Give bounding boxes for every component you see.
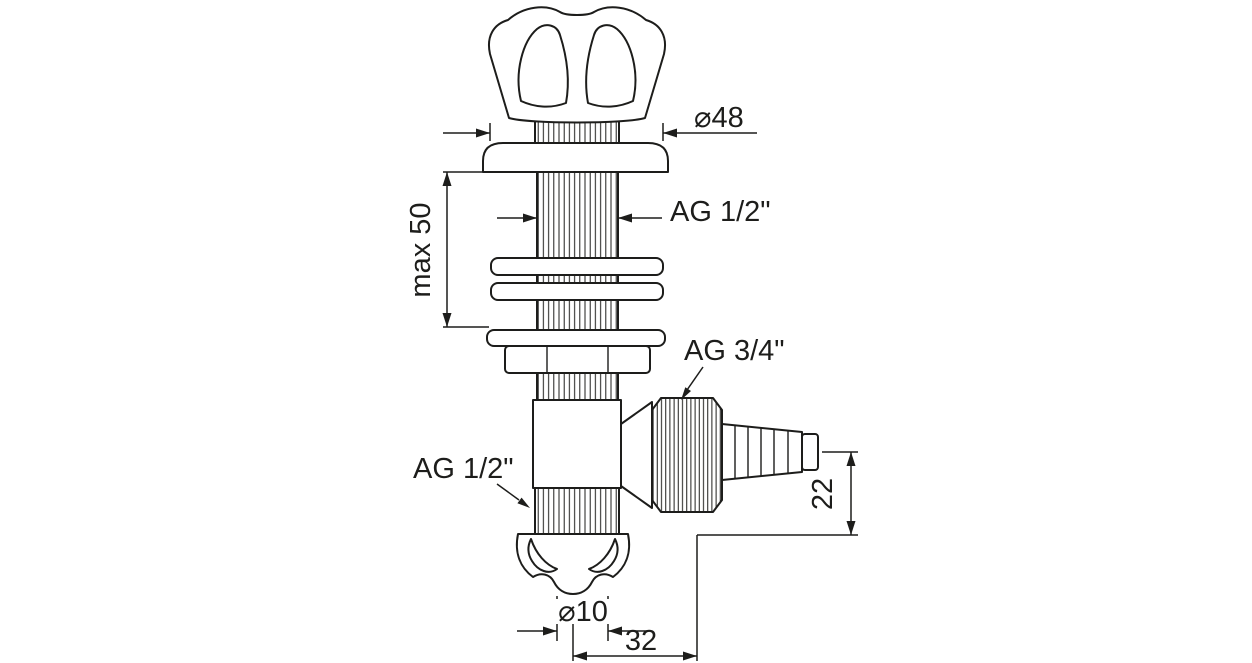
dim-outlet-diameter: ⌀10 xyxy=(517,596,648,641)
dim-mounting-length: max 50 xyxy=(405,171,489,328)
outlet-thread xyxy=(534,487,620,535)
handle-outline xyxy=(488,6,666,124)
hose-connector xyxy=(620,397,819,513)
locknut-upper xyxy=(490,257,664,276)
dim-spindle-thread: AG 1/2" xyxy=(497,196,771,228)
hose-barb xyxy=(721,423,803,481)
spindle-thread-label: AG 1/2" xyxy=(670,196,771,228)
dim-hose-offset: 22 xyxy=(697,451,858,536)
mounting-thread-lower xyxy=(536,372,619,401)
handle-lobe-left xyxy=(517,24,569,108)
barb-tip xyxy=(801,433,819,471)
label-outlet-thread: AG 1/2" xyxy=(413,453,530,508)
mounting-length-label: max 50 xyxy=(405,202,437,297)
label-hose-thread: AG 3/4" xyxy=(681,335,785,400)
wall-flange xyxy=(482,142,669,173)
outlet-cone-lobe-right xyxy=(588,538,619,573)
horizontal-offset-label: 32 xyxy=(625,625,657,657)
mounting-thread-middle xyxy=(536,299,619,331)
outlet-cone-lobe-left xyxy=(527,538,558,573)
locknut-lower xyxy=(490,282,664,301)
handle-diameter-label: ⌀48 xyxy=(694,102,744,134)
hose-thread-label: AG 3/4" xyxy=(684,335,785,367)
outlet-diameter-label: ⌀10 xyxy=(558,596,608,628)
outlet-thread-label: AG 1/2" xyxy=(413,453,514,485)
outlet-cone xyxy=(515,533,631,595)
flange-washer xyxy=(486,329,666,347)
mounting-thread-gap xyxy=(536,274,619,284)
mounting-thread-upper xyxy=(536,171,619,259)
branch-cone xyxy=(620,401,653,509)
handle-lobe-right xyxy=(585,24,637,108)
outlet-cone-outline xyxy=(515,533,631,595)
valve-body xyxy=(532,399,622,489)
hose-nut xyxy=(651,397,723,513)
tap-handle xyxy=(488,6,666,124)
hex-nut xyxy=(504,345,651,374)
dim-handle-diameter: ⌀48 xyxy=(443,102,757,141)
hose-offset-label: 22 xyxy=(807,478,839,510)
mounting-thread xyxy=(486,171,666,401)
